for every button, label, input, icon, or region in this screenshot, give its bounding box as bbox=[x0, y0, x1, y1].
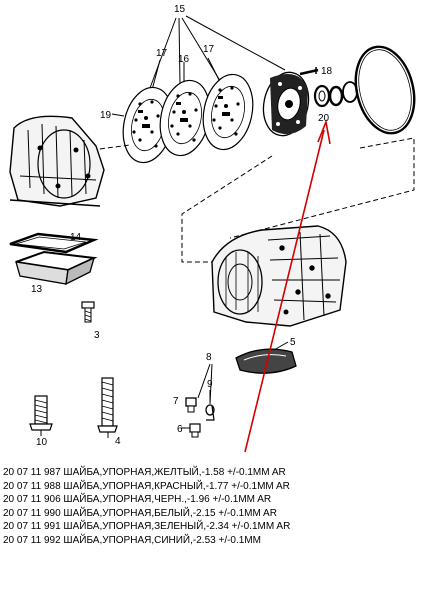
oil-pan-13 bbox=[15, 250, 98, 286]
callout-15: 15 bbox=[174, 4, 186, 15]
callout-7: 7 bbox=[173, 396, 179, 407]
parts-list-item: 20 07 11 991 ШАЙБА,УПОРНАЯ,ЗЕЛЕНЫЙ,-2.34… bbox=[3, 521, 291, 532]
thrust-washer-20 bbox=[313, 84, 331, 108]
callout-labels: 15 17 16 17 18 19 20 14 13 3 5 8 9 7 6 1… bbox=[31, 4, 333, 448]
callout-18: 18 bbox=[321, 66, 333, 77]
callout-6: 6 bbox=[177, 424, 183, 435]
bolt-3 bbox=[81, 301, 95, 323]
parts-list-item: 20 07 11 990 ШАЙБА,УПОРНАЯ,БЕЛЫЙ,-2.15 +… bbox=[3, 507, 277, 519]
clutch-plate-17 bbox=[202, 73, 254, 151]
transmission-case-left bbox=[9, 115, 105, 207]
parts-list: 20 07 11 987 ШАЙБА,УПОРНАЯ,ЖЕЛТЫЙ,-1.58 … bbox=[3, 466, 419, 547]
transmission-case-main bbox=[211, 225, 347, 327]
callout-8: 8 bbox=[206, 352, 212, 363]
callout-3: 3 bbox=[94, 330, 100, 341]
parts-list-item: 20 07 11 906 ШАЙБА,УПОРНАЯ,ЧЕРН.,-1.96 +… bbox=[3, 494, 272, 505]
filter-5 bbox=[235, 341, 297, 374]
pump-assembly bbox=[262, 67, 319, 137]
seal-rings bbox=[328, 81, 358, 107]
callout-20: 20 bbox=[318, 113, 330, 124]
assembly-dashed-lines bbox=[91, 137, 415, 263]
fittings-group bbox=[181, 363, 215, 438]
parts-list-item: 20 07 11 992 ШАЙБА,УПОРНАЯ,СИНИЙ,-2.53 +… bbox=[3, 534, 261, 546]
callout-15-leaders bbox=[149, 15, 286, 91]
callout-14: 14 bbox=[70, 232, 82, 243]
callout-17-right: 17 bbox=[203, 44, 215, 55]
callout-19: 19 bbox=[100, 110, 112, 121]
bolt-4 bbox=[97, 377, 118, 438]
callout-9: 9 bbox=[207, 379, 213, 390]
callout-16: 16 bbox=[178, 54, 190, 65]
parts-list-item: 20 07 11 988 ШАЙБА,УПОРНАЯ,КРАСНЫЙ,-1.77… bbox=[3, 480, 290, 492]
oil-pan-gasket-14 bbox=[9, 232, 99, 254]
callout-5: 5 bbox=[290, 337, 296, 348]
callout-4: 4 bbox=[115, 436, 121, 447]
bolt-10 bbox=[29, 395, 53, 436]
callout-17-left: 17 bbox=[156, 48, 168, 59]
parts-list-item: 20 07 11 987 ШАЙБА,УПОРНАЯ,ЖЕЛТЫЙ,-1.58 … bbox=[3, 467, 286, 478]
highlight-arrow bbox=[244, 119, 331, 453]
exploded-parts-diagram: 15 17 16 17 18 19 20 14 13 3 5 8 9 7 6 1… bbox=[9, 4, 416, 453]
callout-10: 10 bbox=[36, 437, 48, 448]
callout-13: 13 bbox=[31, 284, 43, 295]
large-o-ring bbox=[354, 45, 416, 135]
